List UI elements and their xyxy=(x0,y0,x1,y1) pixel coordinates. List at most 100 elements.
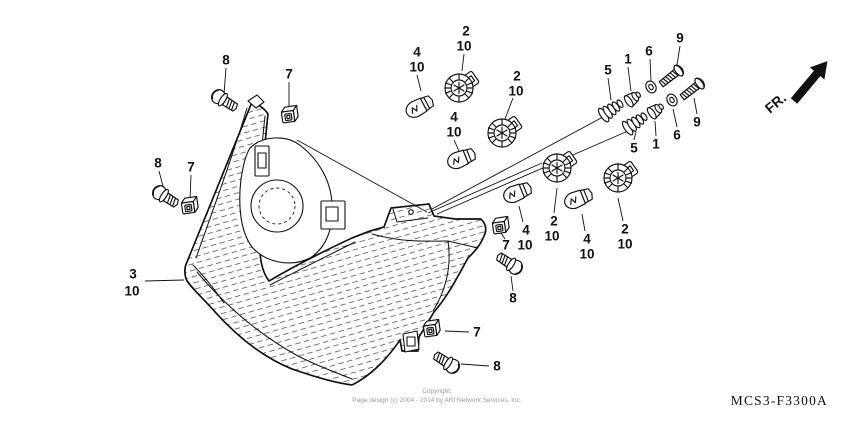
callout-9: 9 xyxy=(693,115,701,130)
part-clip-7-c xyxy=(491,215,511,235)
callout-7: 7 xyxy=(285,67,293,82)
copyright-line2: Page design (c) 2004 - 2014 by ARI Netwo… xyxy=(352,397,522,404)
leader-line xyxy=(431,116,604,210)
callout-2: 2 xyxy=(621,222,629,237)
housing-apex-cap xyxy=(247,94,265,109)
callout-10: 10 xyxy=(579,247,594,262)
callout-6: 6 xyxy=(645,44,653,59)
leader-line xyxy=(500,232,506,240)
callout-6: 6 xyxy=(673,128,681,143)
leader-line xyxy=(633,131,637,141)
callout-7: 7 xyxy=(187,160,195,175)
callout-10: 10 xyxy=(409,60,424,75)
callout-4: 4 xyxy=(583,232,591,247)
callout-7: 7 xyxy=(502,238,510,253)
callout-10: 10 xyxy=(456,39,471,54)
callout-4: 4 xyxy=(522,223,530,238)
part-code-label: MCS3-F3300A xyxy=(731,393,828,408)
callout-10: 10 xyxy=(517,238,532,253)
leader-line xyxy=(654,120,657,137)
callout-2: 2 xyxy=(550,214,558,229)
callout-8: 8 xyxy=(154,156,162,171)
part-nut-1-a xyxy=(622,87,644,109)
part-grommet-5-a xyxy=(596,95,627,125)
leader-line xyxy=(223,67,227,95)
leader-line xyxy=(607,77,612,101)
callout-10: 10 xyxy=(508,84,523,99)
leader-line xyxy=(518,205,524,223)
leader-line xyxy=(461,53,465,72)
leader-line xyxy=(189,174,192,201)
callout-2: 2 xyxy=(462,24,470,39)
lamp-bracket-right-window xyxy=(325,206,339,222)
lamp-bracket-top-window xyxy=(257,152,267,169)
leader-line xyxy=(427,162,543,214)
callout-10: 10 xyxy=(544,229,559,244)
leader-lines-layer xyxy=(144,45,698,367)
leader-line xyxy=(416,74,422,92)
callout-4: 4 xyxy=(413,45,421,60)
callout-8: 8 xyxy=(222,53,230,68)
housing-stay-edge xyxy=(392,208,429,223)
part-screw-8-d xyxy=(430,348,463,377)
lamp-socket-inner-ring xyxy=(258,187,296,225)
leader-line xyxy=(581,213,586,232)
leader-line xyxy=(436,130,629,215)
leader-line xyxy=(627,66,632,92)
leader-line xyxy=(504,97,514,120)
housing-wing-rim xyxy=(371,233,479,249)
part-clip-7-b xyxy=(180,195,200,215)
part-socket-2-d xyxy=(603,160,639,193)
tail-light-housing xyxy=(184,94,487,386)
housing-rim-right xyxy=(432,240,450,312)
callout-8: 8 xyxy=(493,359,501,374)
fr-direction-indicator: FR. xyxy=(762,61,828,117)
part-clip-7-d xyxy=(422,318,442,338)
leader-line xyxy=(676,45,681,66)
callout-10: 10 xyxy=(446,125,461,140)
part-clip-7-a xyxy=(280,104,300,124)
housing-valley-edge xyxy=(269,241,356,286)
callout-2: 2 xyxy=(513,69,521,84)
part-nut-1-b xyxy=(645,99,667,121)
part-socket-2-a xyxy=(444,70,480,103)
leader-line xyxy=(553,187,558,214)
callout-5: 5 xyxy=(630,141,638,156)
callout-10: 10 xyxy=(617,237,632,252)
callout-10: 10 xyxy=(124,284,139,299)
part-bulb-4-d xyxy=(561,185,596,212)
housing-mount-boss-hole xyxy=(406,336,416,347)
leader-line xyxy=(453,139,460,152)
part-socket-2-b xyxy=(487,115,523,148)
leader-line xyxy=(144,279,185,282)
leader-line xyxy=(460,363,490,367)
callout-9: 9 xyxy=(676,31,684,46)
leader-line xyxy=(296,139,428,213)
fr-label: FR. xyxy=(762,90,790,117)
housing-hatching xyxy=(184,101,487,386)
leader-line xyxy=(444,330,470,333)
housing-left-crease xyxy=(192,264,225,304)
callout-5: 5 xyxy=(604,63,612,78)
part-bulb-4-a xyxy=(402,92,437,122)
part-washer-6-b xyxy=(664,91,680,109)
leader-line xyxy=(649,58,652,82)
leader-line xyxy=(672,108,678,128)
leader-line xyxy=(510,275,514,292)
callout-4: 4 xyxy=(450,110,458,125)
part-screw-9-b xyxy=(677,75,708,103)
callout-3: 3 xyxy=(129,267,137,282)
part-socket-2-c xyxy=(542,150,578,183)
part-screw-8-b xyxy=(149,182,182,211)
housing-pillar-mid-edge xyxy=(195,107,248,259)
callout-1: 1 xyxy=(624,52,632,67)
callout-8: 8 xyxy=(509,291,517,306)
part-washer-6-a xyxy=(643,78,659,96)
part-bulb-4-b xyxy=(444,145,479,172)
leader-line xyxy=(693,97,698,115)
housing-stay-hole xyxy=(408,209,414,215)
callout-1: 1 xyxy=(652,137,660,152)
